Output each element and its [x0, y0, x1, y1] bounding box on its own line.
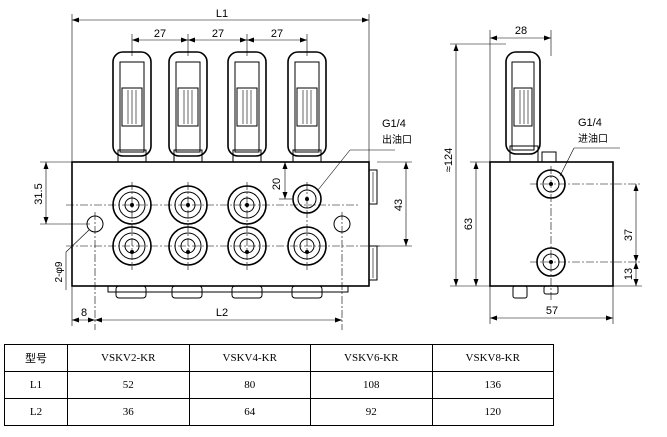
table-header-cell: VSKV2-KR	[67, 344, 190, 372]
indicator-pin	[112, 51, 152, 163]
dim-pitch-3: 27	[271, 28, 283, 40]
table-row: L2 36 64 92 120	[4, 398, 554, 426]
dim-31-5: 31.5	[33, 183, 45, 204]
dim-mount-hole: 2-φ9	[54, 261, 65, 282]
side-body	[489, 161, 614, 287]
dim-28: 28	[515, 25, 527, 37]
table-header-row: 型号 VSKV2-KR VSKV4-KR VSKV6-KR VSKV8-KR	[4, 344, 554, 372]
dim-20: 20	[271, 178, 283, 190]
table-row: L1 52 80 108 136	[4, 371, 554, 399]
dim-pitch-1: 27	[154, 28, 166, 40]
front-view: L1 27 27 27 31.5 2-φ9 8 L2 20	[33, 8, 412, 330]
table-cell: 36	[67, 398, 190, 426]
indicator-pin	[287, 51, 327, 163]
dim-13: 13	[623, 268, 635, 280]
outlet-port	[227, 185, 267, 225]
dim-pitch-2: 27	[212, 28, 224, 40]
outlet-label: 出油口	[382, 133, 412, 146]
table-header-cell: VSKV6-KR	[310, 344, 433, 372]
table-header-cell: VSKV4-KR	[188, 344, 311, 372]
inlet-label: 进油口	[578, 132, 608, 145]
table-cell: L2	[4, 398, 68, 426]
table-cell: 52	[67, 371, 190, 399]
dim-L2: L2	[216, 307, 228, 319]
table-cell: 120	[431, 398, 554, 426]
distributor-body	[71, 161, 370, 287]
bottom-fittings	[115, 285, 323, 299]
side-view: 28 ≈124 63 37 13 57 G1/4 进油口	[443, 25, 642, 324]
table-header-cell: 型号	[4, 344, 68, 372]
dim-63: 63	[463, 218, 475, 230]
indicator-pin	[227, 51, 267, 163]
dim-left-offset: 8	[81, 307, 87, 319]
dim-37: 37	[623, 229, 635, 241]
table-cell: L1	[4, 371, 68, 399]
table-header-cell: VSKV8-KR	[431, 344, 554, 372]
dim-L1: L1	[216, 8, 228, 20]
table-cell: 64	[188, 398, 311, 426]
table-cell: 136	[431, 371, 554, 399]
table-cell: 92	[310, 398, 433, 426]
table-cell: 108	[310, 371, 433, 399]
dim-overall-height: ≈124	[443, 148, 455, 172]
model-spec-table: 型号 VSKV2-KR VSKV4-KR VSKV6-KR VSKV8-KR L…	[4, 344, 554, 426]
indicator-pins	[112, 51, 327, 163]
side-boss-bottom	[368, 245, 378, 281]
outlet-ports-top	[112, 184, 322, 225]
table-cell: 80	[188, 371, 311, 399]
outlet-thread-label: G1/4	[382, 118, 406, 130]
dim-43: 43	[393, 199, 405, 211]
side-boss-top	[368, 169, 378, 205]
inlet-thread-label: G1/4	[578, 117, 602, 129]
dim-57: 57	[546, 305, 558, 317]
indicator-pin	[168, 51, 208, 163]
